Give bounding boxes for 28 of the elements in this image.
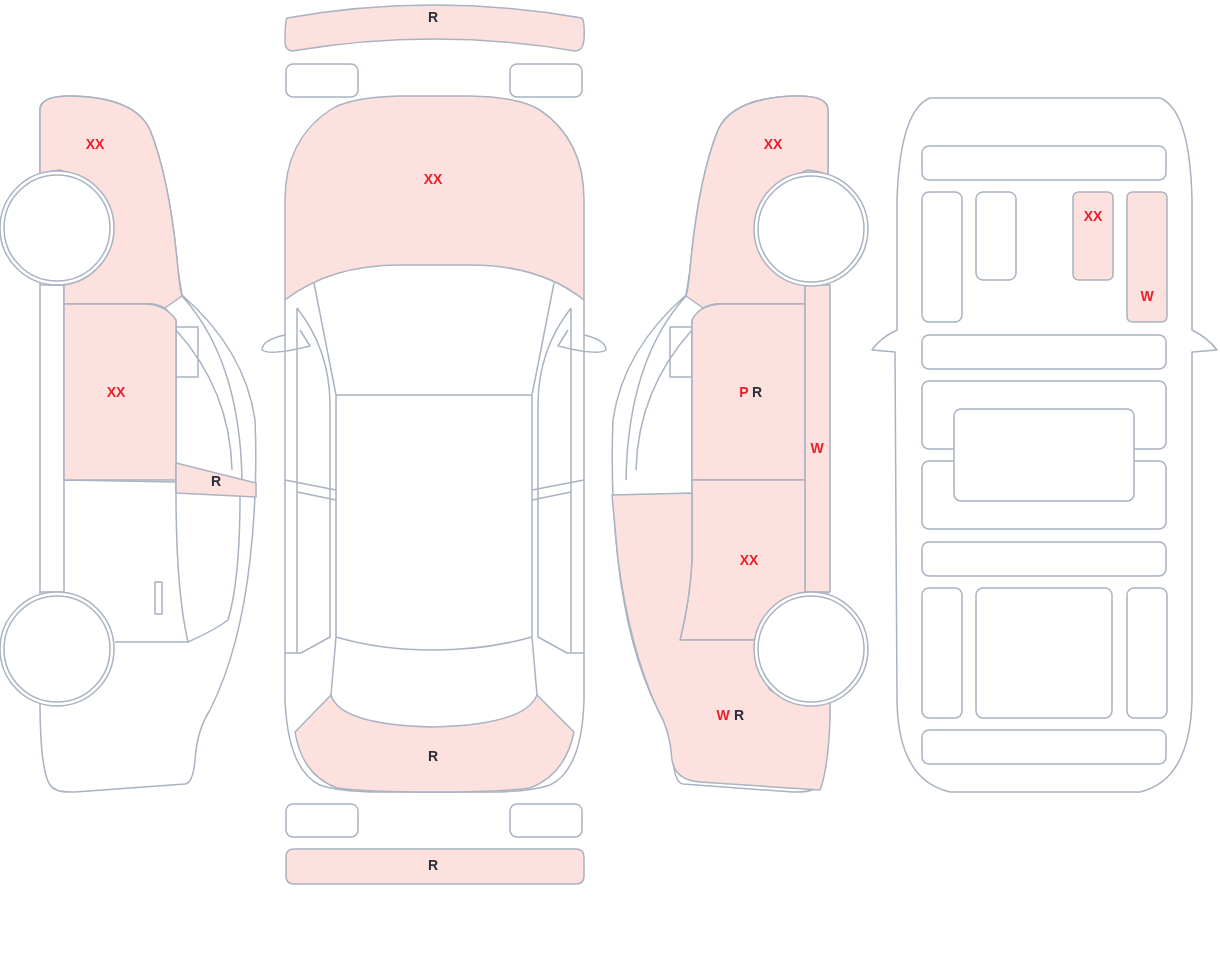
damage-code: XX <box>423 171 443 187</box>
damaged-panel <box>285 848 585 885</box>
damaged-panel <box>63 303 177 481</box>
damaged-panel <box>39 95 183 309</box>
damage-code: XX <box>106 384 126 400</box>
damaged-panel <box>284 4 586 52</box>
damaged-panel <box>685 95 829 309</box>
damaged-panel <box>294 694 575 793</box>
damage-code: W <box>716 707 730 723</box>
damage-code: XX <box>739 552 759 568</box>
damaged-panel <box>175 462 257 498</box>
damaged-panel <box>1126 191 1168 323</box>
damage-code: XX <box>85 136 105 152</box>
damage-code: R <box>427 748 439 764</box>
damaged-panel <box>1072 191 1114 281</box>
damage-code: R <box>751 384 763 400</box>
damage-code: XX <box>1083 208 1103 224</box>
damaged-panel <box>691 303 806 481</box>
damage-code: W <box>810 440 824 456</box>
damaged-panel <box>284 95 585 301</box>
damage-code: XX <box>763 136 783 152</box>
damage-code: P <box>739 384 749 400</box>
damage-code: R <box>427 857 439 873</box>
damage-code: W <box>1140 288 1154 304</box>
damage-code: R <box>210 473 222 489</box>
damaged-panel <box>804 284 831 593</box>
damage-code: R <box>427 9 439 25</box>
damage-code: R <box>733 707 745 723</box>
